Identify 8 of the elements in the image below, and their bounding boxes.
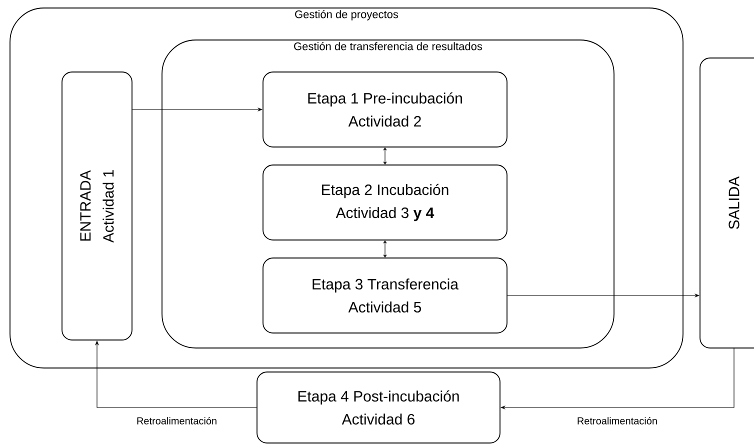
process-box: Etapa 2 Incubación Actividad 3 y 4 [262, 164, 508, 240]
process-box: ENTRADA Actividad 1 [62, 72, 132, 340]
process-box: Etapa 1 Pre-incubación Actividad 2 [262, 72, 508, 148]
edge-label: Retroalimentación [137, 416, 216, 424]
process-box: SALIDA [700, 58, 754, 348]
process-box: Etapa 3 Transferencia Actividad 5 [262, 258, 508, 334]
process-box: Etapa 4 Post-incubación Actividad 6 [256, 372, 500, 444]
edge-label: Retroalimentación [578, 416, 657, 424]
